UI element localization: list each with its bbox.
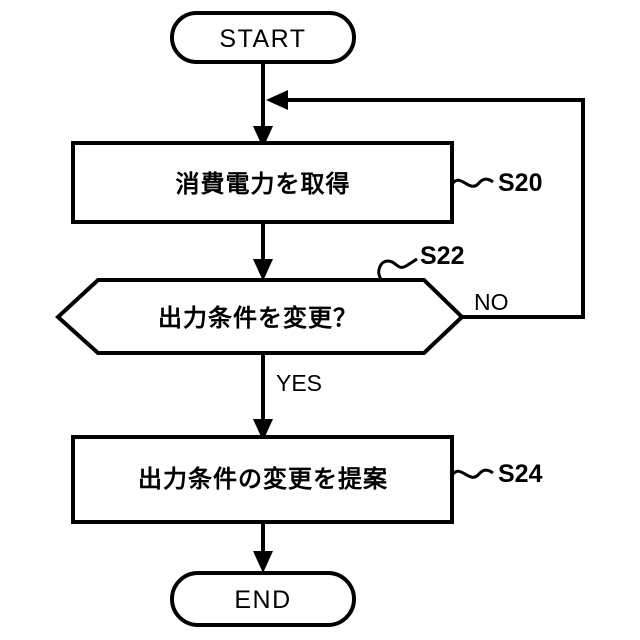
- acquire-power-label: 消費電力を取得: [176, 170, 351, 198]
- arrowhead-left-into-main-line: [266, 90, 288, 110]
- step-callout-s20: S20: [451, 169, 542, 197]
- arrowhead-down-into-decision: [253, 259, 273, 281]
- branch-label-no: NO: [474, 289, 509, 315]
- step-label-s20: S20: [498, 169, 542, 197]
- propose-change-label: 出力条件の変更を提案: [138, 465, 388, 493]
- arrowhead-down-into-end: [253, 551, 273, 573]
- edge-propose-change-to-end: [253, 522, 273, 573]
- start-terminal-shape: [170, 11, 356, 64]
- arrowhead-down-into-acquire-power: [253, 126, 273, 148]
- decision-label: 出力条件を変更？: [158, 304, 358, 332]
- propose-change-box-shape: [71, 435, 454, 524]
- edge-acquire-power-to-decision: [253, 222, 273, 281]
- node-propose-change[interactable]: 出力条件の変更を提案: [71, 435, 454, 524]
- step-callout-s22: S22: [377, 242, 464, 280]
- end-terminal-shape: [170, 571, 356, 627]
- edge-decision-yes-to-propose-change: [253, 352, 273, 441]
- step-callout-s24: S24: [451, 460, 543, 488]
- decision-hexagon-shape: [55, 278, 465, 355]
- node-start[interactable]: START: [170, 11, 356, 64]
- node-end[interactable]: END: [170, 571, 356, 627]
- end-label: END: [234, 586, 291, 614]
- acquire-power-box-shape: [71, 141, 454, 224]
- step-label-s22: S22: [420, 242, 464, 270]
- branch-label-yes: YES: [276, 370, 322, 396]
- edge-decision-no-feedback-loop: [266, 90, 585, 319]
- node-acquire-power[interactable]: 消費電力を取得: [71, 141, 454, 224]
- edge-start-to-acquire-power: [253, 62, 273, 148]
- start-label: START: [219, 25, 306, 53]
- step-label-s24: S24: [498, 460, 543, 488]
- node-decision-change-output-condition[interactable]: 出力条件を変更？: [55, 278, 465, 355]
- arrowhead-down-into-propose-change: [253, 419, 273, 441]
